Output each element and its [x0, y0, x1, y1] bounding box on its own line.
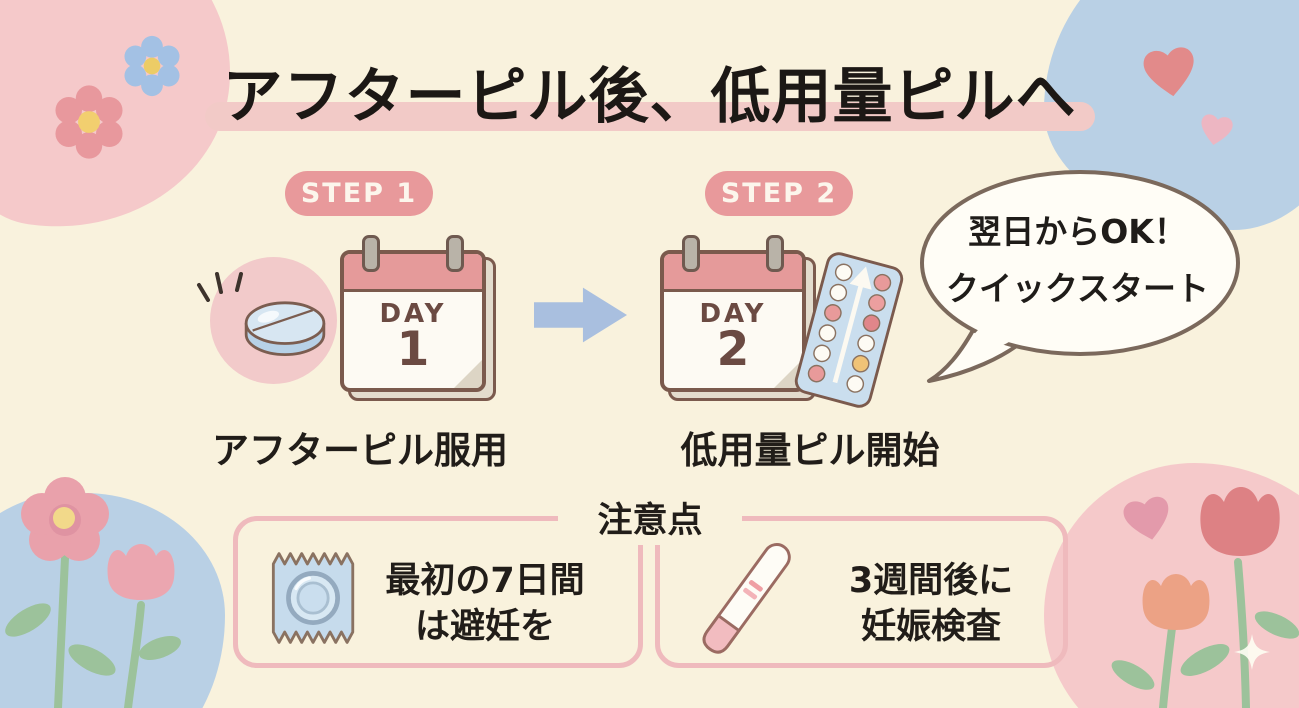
note2-text: 3週間後に 妊娠検査	[818, 558, 1044, 650]
small-heart-icon	[1201, 114, 1233, 145]
arrow-right-icon	[534, 287, 627, 343]
pregnancy-test-icon	[702, 543, 791, 654]
peach-tulip-icon	[1142, 574, 1210, 630]
pill-icon	[244, 301, 326, 356]
note2-line1: 3週間後に	[848, 561, 1014, 601]
note1-line2: は避妊を	[414, 607, 555, 647]
calendar-day2-icon: DAY 2	[660, 235, 816, 401]
calendar-day1-icon: DAY 1	[340, 235, 496, 401]
calendar-day-number: 1	[396, 322, 430, 377]
notes-heading: 注意点	[558, 490, 742, 545]
note1-line1: 最初の7日間	[385, 561, 585, 601]
red-tulip-icon	[1200, 487, 1280, 556]
calendar-ring-icon	[362, 235, 380, 272]
page-title: アフターピル後、低用量ピルへ	[222, 62, 1077, 132]
rose-flower-icon	[21, 477, 109, 561]
small-heart-icon	[1123, 496, 1169, 540]
corner-flowers-left	[5, 477, 181, 708]
step2-badge: STEP 2	[705, 171, 853, 216]
sparkle-emphasis-icon	[197, 272, 243, 302]
blue-flower-icon	[124, 35, 180, 97]
bubble-line1: 翌日からOK！	[968, 212, 1187, 251]
step1-badge: STEP 1	[285, 171, 433, 216]
calendar-ring-icon	[682, 235, 700, 272]
sparkle-icon	[1234, 634, 1270, 670]
condom-icon	[271, 552, 355, 644]
calendar-ring-icon	[766, 235, 784, 272]
title-highlight-bar	[205, 102, 1095, 131]
pill-blister-icon	[794, 252, 904, 408]
corner-flowers-right	[1111, 487, 1299, 708]
note1-text: 最初の7日間 は避妊を	[372, 558, 598, 650]
calendar-day-label: DAY	[379, 299, 447, 329]
step1-caption: アフターピル服用	[212, 429, 508, 472]
tulip-icon	[107, 544, 175, 600]
calendar-day-label: DAY	[699, 299, 767, 329]
bubble-line2: クイックスタート	[945, 269, 1209, 308]
calendar-page: DAY 1	[340, 250, 486, 392]
speech-bubble	[920, 170, 1240, 383]
calendar-ring-icon	[446, 235, 464, 272]
step2-caption: 低用量ピル開始	[680, 429, 940, 472]
page-curl-icon	[453, 359, 482, 388]
note-box-pregnancy-test	[655, 516, 1068, 668]
note2-line2: 妊娠検査	[860, 607, 1001, 647]
bubble-text: 翌日からOK！ クイックスタート	[905, 203, 1250, 317]
calendar-day-number: 2	[716, 322, 750, 377]
pink-flower-icon	[55, 85, 123, 159]
note-box-contraception	[233, 516, 643, 668]
heart-icon	[1143, 47, 1194, 97]
